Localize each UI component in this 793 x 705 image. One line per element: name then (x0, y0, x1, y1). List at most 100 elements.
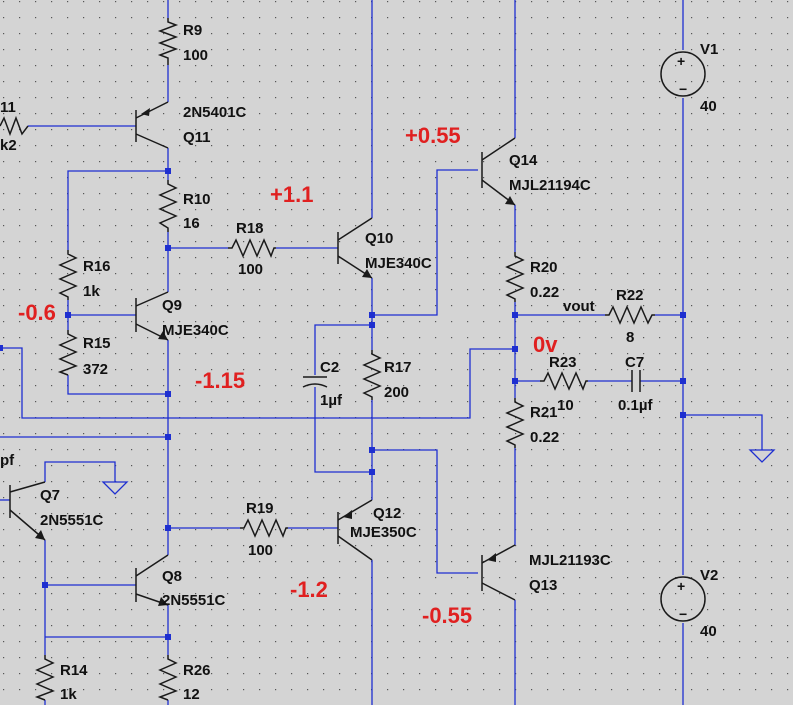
q13-model: MJL21193C (529, 552, 611, 569)
r21-value: 0.22 (530, 429, 559, 446)
annotation-q10-base: +1.1 (270, 182, 313, 207)
annotation-q12-base: -1.2 (290, 577, 328, 602)
transistor-q7[interactable]: Q7 2N5551C (9, 481, 104, 541)
q14-ref: Q14 (509, 152, 538, 169)
c7-ref: C7 (625, 354, 644, 371)
resistor-r22[interactable]: R22 8 (605, 287, 655, 346)
resistors: R9 100 R10 16 11 k2 R16 1k R15 372 R18 1… (0, 18, 655, 703)
svg-text:−: − (679, 606, 687, 622)
q13-ref: Q13 (529, 577, 557, 594)
capacitors: C2 1µf C7 0.1µf (302, 354, 653, 414)
q11-model: 2N5401C (183, 104, 247, 121)
q7-ref: Q7 (40, 487, 60, 504)
r18-value: 100 (238, 261, 263, 278)
q9-model: MJE340C (162, 322, 229, 339)
q10-ref: Q10 (365, 230, 393, 247)
resistor-r9[interactable]: R9 100 (157, 18, 208, 65)
q10-model: MJE340C (365, 255, 432, 272)
q7-model: 2N5551C (40, 512, 104, 529)
resistor-r21[interactable]: R21 0.22 (505, 398, 559, 448)
r9-value: 100 (183, 47, 208, 64)
resistor-r14[interactable]: R14 1k (34, 655, 88, 703)
net-label-vout: vout (563, 298, 595, 315)
r11-ref: 11 (0, 99, 16, 116)
r23-value: 10 (557, 397, 574, 414)
r18-ref: R18 (236, 220, 264, 237)
svg-text:−: − (679, 81, 687, 97)
q8-ref: Q8 (162, 568, 182, 585)
r16-value: 1k (83, 283, 100, 300)
resistor-r19[interactable]: R19 100 (240, 500, 288, 559)
q8-model: 2N5551C (162, 592, 226, 609)
q12-model: MJE350C (350, 524, 417, 541)
annotation-q13-base: -0.55 (422, 603, 472, 628)
resistor-r23[interactable]: R23 10 (540, 354, 588, 414)
v1-ref: V1 (700, 41, 718, 58)
r19-ref: R19 (246, 500, 274, 517)
v1-value: 40 (700, 98, 717, 115)
voltage-annotations: -0.6 -1.15 +1.1 -1.2 +0.55 -0.55 0v (18, 123, 558, 628)
annotation-q9-emitter: -1.15 (195, 368, 245, 393)
c2-value: 1µf (320, 392, 343, 409)
r20-value: 0.22 (530, 284, 559, 301)
r17-value: 200 (384, 384, 409, 401)
voltage-source-v2[interactable]: + − V2 40 (660, 567, 718, 640)
r14-ref: R14 (60, 662, 88, 679)
transistor-q11[interactable]: 2N5401C Q11 (135, 101, 247, 149)
r22-ref: R22 (616, 287, 644, 304)
voltage-source-v1[interactable]: + − V1 40 (660, 41, 718, 115)
q12-ref: Q12 (373, 505, 401, 522)
annotation-q14-base: +0.55 (405, 123, 461, 148)
junctions (0, 168, 686, 640)
capacitor-c2[interactable]: C2 1µf (302, 359, 343, 409)
q11-ref: Q11 (183, 129, 211, 146)
resistor-r10[interactable]: R10 16 (158, 180, 211, 232)
r17-ref: R17 (384, 359, 412, 376)
r19-value: 100 (248, 542, 273, 559)
transistors: 2N5401C Q11 Q9 MJE340C Q10 MJE340C (9, 101, 611, 609)
r10-value: 16 (183, 215, 200, 232)
q14-model: MJL21194C (509, 177, 591, 194)
r15-value: 372 (83, 361, 108, 378)
resistor-r18[interactable]: R18 100 (228, 220, 276, 278)
capacitor-c7[interactable]: C7 0.1µf (618, 354, 653, 414)
r21-ref: R21 (530, 404, 558, 421)
r22-value: 8 (626, 329, 634, 346)
transistor-q14[interactable]: Q14 MJL21194C (481, 137, 591, 206)
resistor-r17[interactable]: R17 200 (362, 350, 412, 401)
resistor-r11[interactable]: 11 k2 (0, 99, 29, 154)
transistor-q12[interactable]: Q12 MJE350C (337, 499, 417, 561)
svg-text:+: + (677, 578, 685, 594)
v2-value: 40 (700, 623, 717, 640)
svg-text:+: + (677, 53, 685, 69)
r16-ref: R16 (83, 258, 111, 275)
transistor-q10[interactable]: Q10 MJE340C (337, 217, 432, 279)
r15-ref: R15 (83, 335, 111, 352)
c7-value: 0.1µf (618, 397, 653, 414)
ground-symbols (101, 449, 776, 495)
transistor-q9[interactable]: Q9 MJE340C (135, 291, 229, 341)
resistor-r26[interactable]: R26 12 (157, 655, 211, 703)
annotation-output: 0v (533, 332, 558, 357)
q9-ref: Q9 (162, 297, 182, 314)
voltage-sources: + − V1 40 + − V2 40 (660, 41, 718, 640)
r26-ref: R26 (183, 662, 211, 679)
v2-ref: V2 (700, 567, 718, 584)
r11-value: k2 (0, 137, 17, 154)
ground-icon (101, 481, 129, 495)
c2-ref: C2 (320, 359, 339, 376)
transistor-q8[interactable]: Q8 2N5551C (135, 554, 226, 609)
net-label-pf: pf (0, 452, 15, 469)
wires (0, 0, 763, 705)
r26-value: 12 (183, 686, 200, 703)
r14-value: 1k (60, 686, 77, 703)
transistor-q13[interactable]: MJL21193C Q13 (481, 544, 611, 601)
r23-ref: R23 (549, 354, 577, 371)
r10-ref: R10 (183, 191, 211, 208)
ground-icon (748, 449, 776, 463)
resistor-r20[interactable]: R20 0.22 (505, 252, 559, 302)
resistor-r16[interactable]: R16 1k (58, 250, 111, 300)
resistor-r15[interactable]: R15 372 (57, 330, 111, 378)
